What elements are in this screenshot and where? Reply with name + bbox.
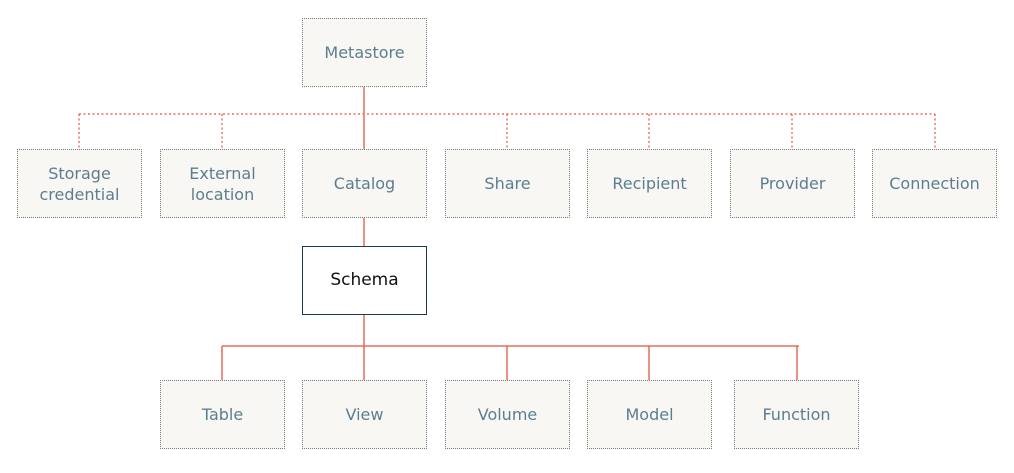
- table-node: Table: [160, 380, 285, 449]
- view-node: View: [302, 380, 427, 449]
- recipient-node: Recipient: [587, 149, 712, 218]
- volume-node: Volume: [445, 380, 570, 449]
- catalog-node: Catalog: [302, 149, 427, 218]
- metastore-dotted-bus: [78, 113, 936, 149]
- connection-node: Connection: [872, 149, 997, 218]
- metastore-node: Metastore: [302, 18, 427, 87]
- model-node: Model: [587, 380, 712, 449]
- external-location-node: External location: [160, 149, 285, 218]
- share-node: Share: [445, 149, 570, 218]
- schema-children-bus: [221, 315, 799, 380]
- provider-node: Provider: [730, 149, 855, 218]
- schema-node: Schema: [302, 246, 427, 315]
- function-node: Function: [734, 380, 859, 449]
- storage-credential-node: Storage credential: [17, 149, 142, 218]
